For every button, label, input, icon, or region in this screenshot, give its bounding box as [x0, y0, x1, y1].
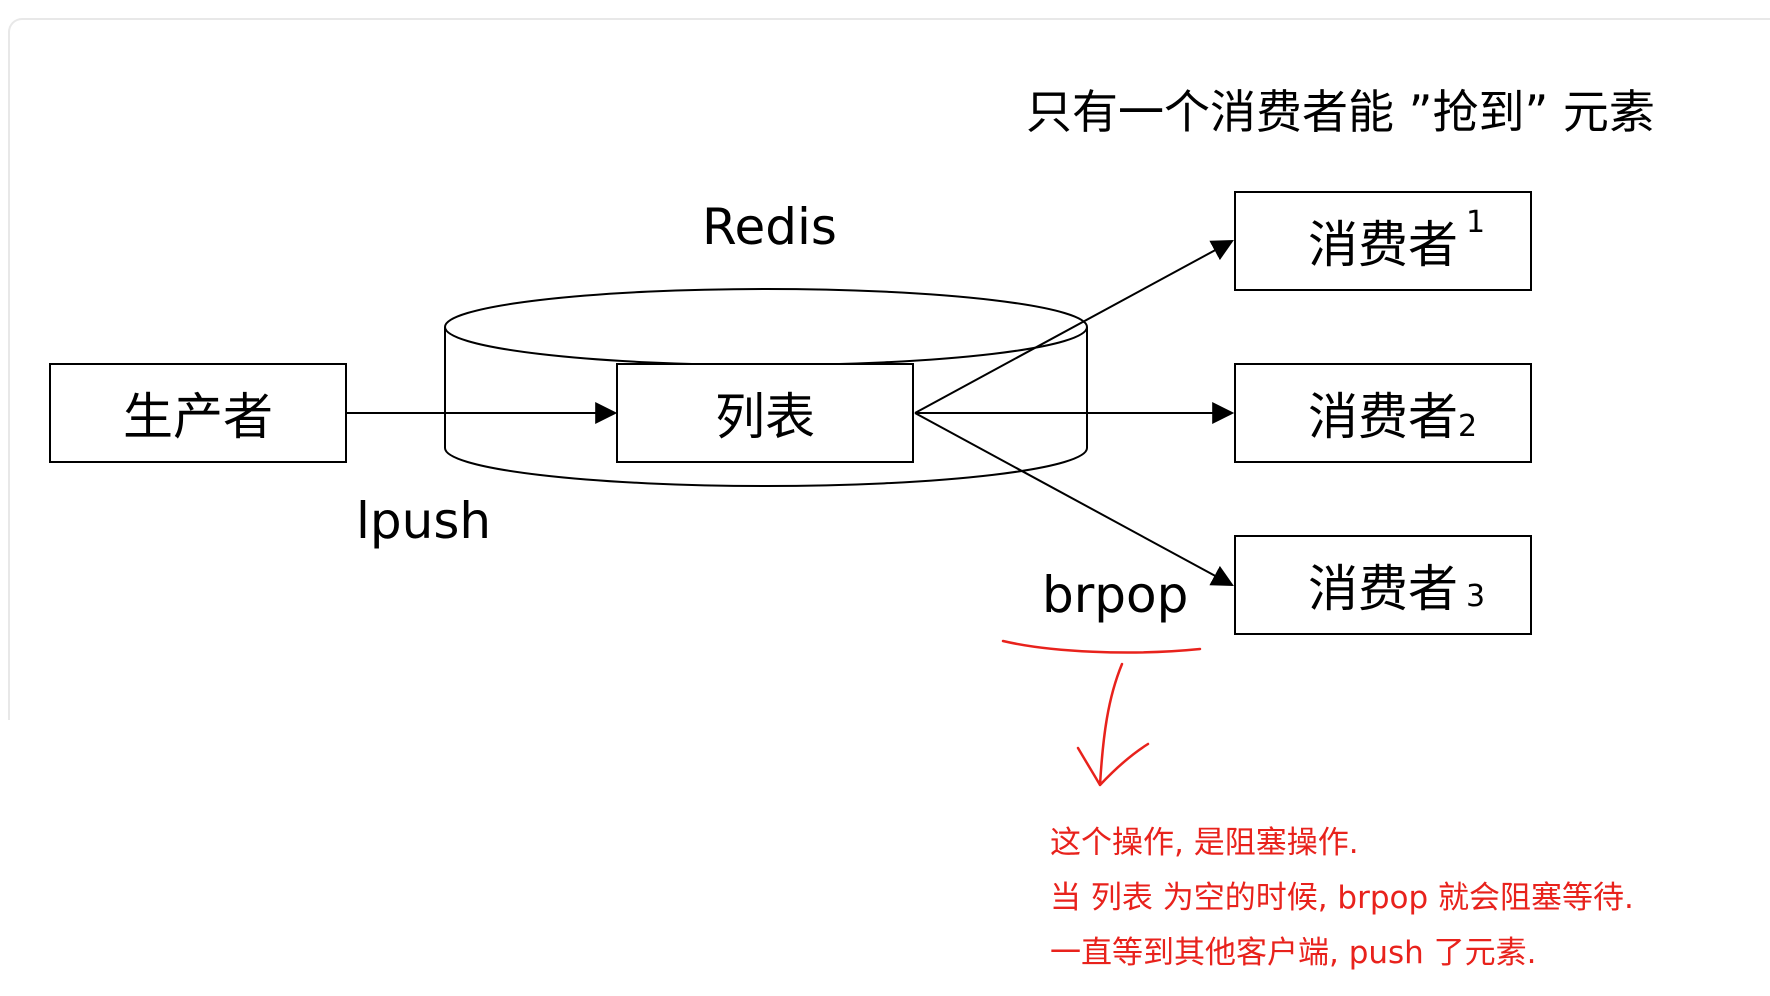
arrow-to-consumer-3 — [914, 412, 1234, 587]
producer-label: 生产者 — [123, 388, 273, 446]
arrow-to-consumer-1 — [914, 239, 1234, 414]
annotation-line-3: 一直等到其他客户端, push 了元素. — [1050, 935, 1537, 971]
producer-box: 生产者 — [49, 363, 347, 463]
consumer-label: 消费者 — [1308, 560, 1458, 618]
consumer-number: 1 — [1466, 205, 1486, 240]
consumer-number: 2 — [1458, 409, 1478, 444]
brpop-label: brpop — [1042, 566, 1189, 624]
list-box: 列表 — [616, 363, 914, 463]
consumer-box-3: 消费者 3 — [1234, 535, 1532, 635]
list-label: 列表 — [715, 388, 815, 446]
card-frame — [8, 18, 1770, 720]
redis-label: Redis — [702, 198, 837, 256]
consumer-label: 消费者 — [1308, 388, 1458, 446]
consumer-box-2: 消费者 2 — [1234, 363, 1532, 463]
red-underline — [1001, 639, 1202, 654]
annotation-line-2: 当 列表 为空的时候, brpop 就会阻塞等待. — [1050, 880, 1634, 916]
consumer-number: 3 — [1466, 579, 1486, 614]
annotation-line-1: 这个操作, 是阻塞操作. — [1050, 825, 1359, 861]
consumer-label: 消费者 — [1308, 216, 1458, 274]
heading-title: 只有一个消费者能 ”抢到” 元素 — [1026, 85, 1655, 139]
lpush-label: lpush — [356, 492, 492, 550]
red-down-arrow — [1076, 662, 1150, 787]
consumer-box-1: 消费者 1 — [1234, 191, 1532, 291]
